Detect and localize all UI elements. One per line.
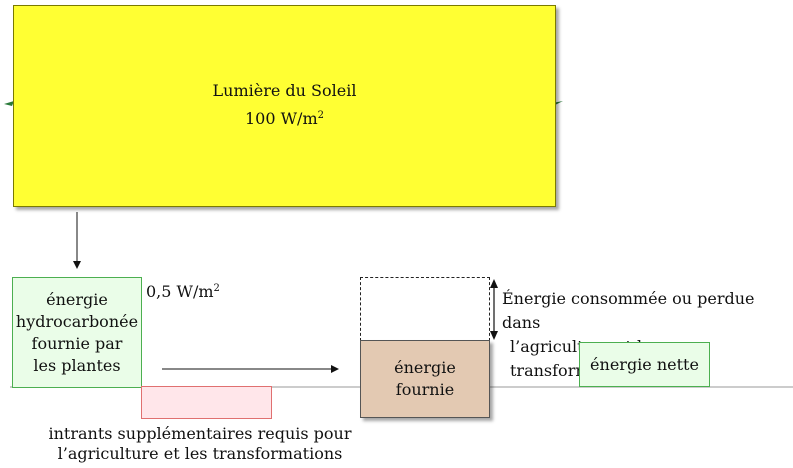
- plant-rate-label: 0,5 W/m2: [146, 282, 220, 301]
- supplied-line2: fournie: [395, 380, 455, 399]
- sunlight-title: Lumière du Soleil: [212, 81, 357, 100]
- plant-energy-line4: les plantes: [33, 355, 121, 375]
- net-energy-box: énergie nette: [579, 342, 710, 387]
- double-arrow: [490, 279, 498, 340]
- net-energy-label: énergie nette: [590, 355, 699, 374]
- supplied-energy-box: énergie fournie: [360, 340, 490, 418]
- plant-energy-line1: énergie: [46, 289, 108, 309]
- plant-energy-box: énergie hydrocarbonée fournie par les pl…: [12, 277, 142, 388]
- plant-energy-line3: fournie par: [31, 333, 123, 353]
- consumed-energy-box: [360, 277, 490, 341]
- sunlight-box: Lumière du Soleil 100 W/m2: [13, 5, 556, 207]
- inputs-caption-line1: intrants supplémentaires requis pour: [48, 424, 352, 443]
- inputs-caption: intrants supplémentaires requis pour l’a…: [30, 424, 370, 464]
- inputs-box: [141, 386, 272, 419]
- inputs-caption-line2: l’agriculture et les transformations: [57, 444, 343, 463]
- left-edge-mark: [4, 101, 14, 106]
- sunlight-value: 100 W/m2: [244, 109, 324, 128]
- consumed-line1: Énergie consommée ou perdue dans: [502, 289, 755, 332]
- supplied-line1: énergie: [394, 358, 456, 377]
- plant-energy-line2: hydrocarbonée: [15, 311, 139, 331]
